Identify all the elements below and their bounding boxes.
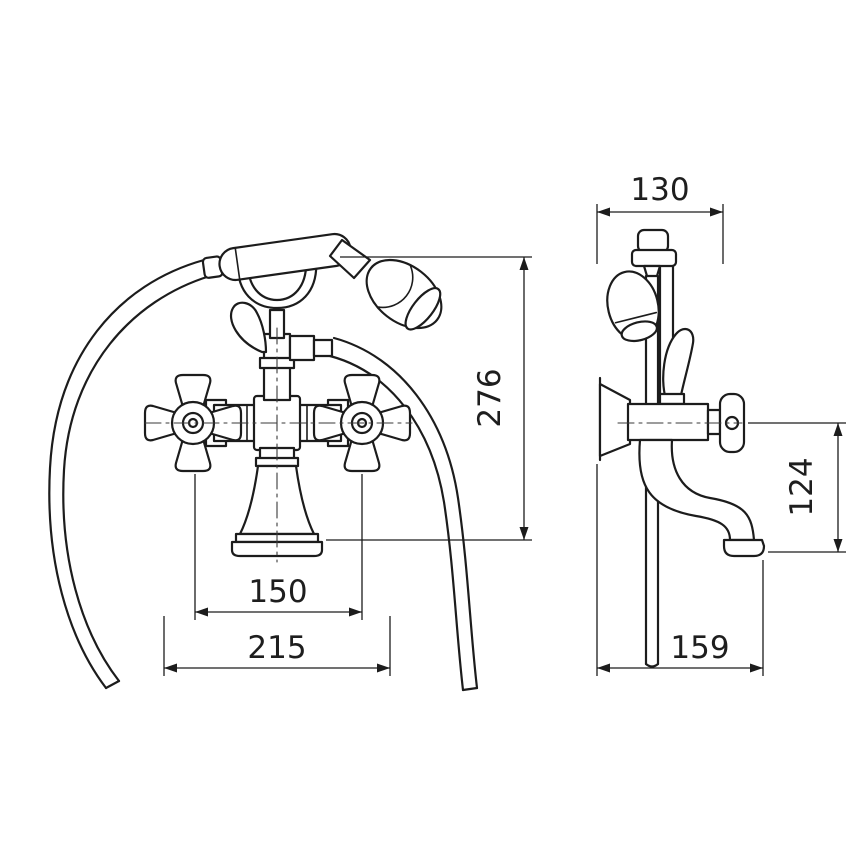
dim-215-label: 215	[247, 630, 306, 666]
centerlines-front	[144, 327, 413, 563]
dimension-159: 159	[596, 464, 764, 676]
shower-hose-left	[48, 258, 212, 690]
hand-shower	[201, 232, 443, 331]
side-view	[598, 228, 766, 668]
dim-276-label: 276	[472, 368, 508, 427]
dimension-130: 130	[596, 172, 724, 264]
dimension-124: 124	[748, 422, 846, 553]
diverter-lever	[229, 301, 268, 354]
dimension-215: 215	[163, 616, 391, 676]
dimension-150: 150	[194, 474, 363, 620]
hand-shower-neck	[328, 238, 372, 280]
diverter-lever-side	[658, 327, 695, 406]
hose-outlet-nipple	[288, 334, 334, 362]
spout-side	[638, 438, 766, 558]
front-view	[48, 232, 479, 692]
hand-shower-face	[404, 287, 442, 331]
dim-124-label: 124	[784, 457, 820, 516]
handset-side-top	[630, 228, 678, 278]
dim-130-label: 130	[630, 172, 689, 208]
dim-150-label: 150	[248, 574, 307, 610]
dim-159-label: 159	[670, 630, 729, 666]
dimension-276: 276	[326, 256, 532, 541]
spout-outlet	[722, 538, 766, 558]
dimension-annotations: 130 276 124 150	[163, 172, 846, 676]
hand-shower-head-side	[606, 270, 660, 343]
diverter-column	[229, 301, 334, 402]
wall-flange	[598, 376, 632, 462]
